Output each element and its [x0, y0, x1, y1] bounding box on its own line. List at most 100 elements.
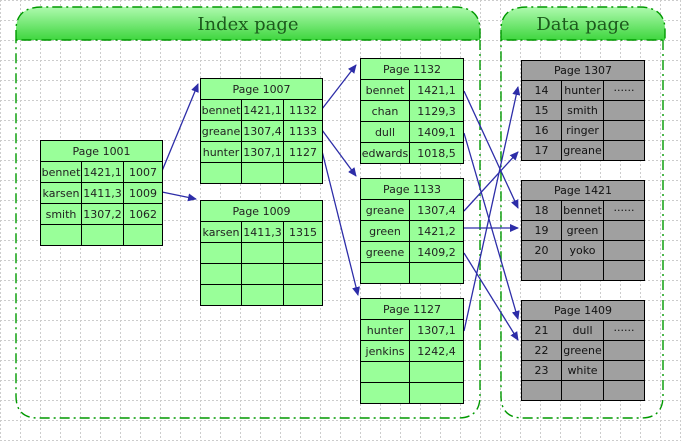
table-cell: hunter	[201, 142, 242, 162]
table-cell: greane	[361, 200, 410, 220]
table-title: Page 1307	[553, 64, 613, 77]
table-title: Page 1421	[553, 184, 613, 197]
index-table-page1127: Page 1127 hunter 1307,1 jenkins 1242,4	[360, 298, 464, 404]
table-row: hunter 1307,1	[361, 319, 463, 340]
table-cell: jenkins	[361, 341, 410, 361]
table-cell: 14	[522, 81, 562, 100]
table-row	[201, 263, 322, 284]
table-cell: 16	[522, 121, 562, 140]
arrow-page1007-row-greane-to-page1133	[321, 129, 357, 177]
index-page-container-border	[15, 40, 481, 419]
arrow-page1007-row-bennet-to-page1132	[321, 64, 357, 110]
table-cell	[604, 261, 644, 280]
table-title: Page 1133	[382, 182, 442, 196]
table-cell: 1421,2	[417, 224, 456, 238]
table-title: Page 1007	[232, 82, 291, 96]
table-cell	[201, 163, 242, 183]
table-cell: chan	[361, 101, 410, 121]
table-cell: bennet	[201, 100, 242, 120]
table-cell: dull	[361, 122, 410, 142]
index-page-header-shape	[15, 6, 481, 41]
table-cell	[361, 263, 410, 283]
table-cell: 19	[522, 221, 562, 240]
table-cell: hunter	[361, 320, 410, 340]
table-cell	[410, 383, 463, 403]
data-page-container-border	[500, 40, 664, 419]
arrow-page1132-row-dull-to-page1409-row-21	[463, 132, 520, 320]
table-cell	[522, 381, 562, 400]
table-row	[201, 242, 322, 263]
table-cell	[522, 261, 562, 280]
table-cell: karsen	[41, 183, 82, 203]
table-cell	[410, 362, 463, 382]
table-cell: 1307,2	[82, 204, 124, 224]
table-cell: 1307,1	[417, 323, 456, 337]
table-cell	[604, 141, 644, 160]
table-cell: greene	[562, 341, 604, 360]
table-cell: 1242,4	[417, 344, 456, 358]
table-cell: ······	[613, 324, 635, 337]
table-cell	[604, 101, 644, 120]
table-cell: white	[562, 361, 604, 380]
table-row	[361, 382, 463, 403]
table-cell: karsen	[201, 222, 242, 242]
table-row: jenkins 1242,4	[361, 340, 463, 361]
table-row: green 1421,2	[361, 220, 463, 241]
table-cell	[284, 243, 322, 263]
table-cell	[361, 383, 410, 403]
table-cell	[361, 362, 410, 382]
table-cell	[284, 264, 322, 284]
table-cell: bennet	[562, 201, 604, 220]
table-cell: 21	[522, 321, 562, 340]
table-cell: 1009	[129, 186, 157, 200]
table-cell	[604, 381, 644, 400]
table-cell: 18	[522, 201, 562, 220]
table-row	[522, 380, 644, 400]
table-title: Page 1009	[232, 204, 291, 218]
table-cell	[124, 225, 162, 245]
table-cell: hunter	[562, 81, 604, 100]
table-row	[201, 162, 322, 183]
table-cell: 1421,1	[417, 83, 456, 97]
table-row	[201, 284, 322, 305]
arrow-page1133-row-greane-to-page1307-row-17	[463, 151, 519, 212]
arrows-layer	[161, 64, 521, 341]
table-cell: 1129,3	[417, 104, 456, 118]
table-cell: 1132	[289, 103, 317, 117]
arrow-page1007-row-hunter-to-page1127	[321, 150, 360, 296]
arrow-page1001-row-bennet-to-page1007	[161, 83, 199, 172]
table-cell	[604, 221, 644, 240]
table-cell: 1133	[289, 124, 317, 138]
table-cell: 20	[522, 241, 562, 260]
table-cell: green	[361, 221, 410, 241]
arrow-page1133-row-greene-to-page1409-row-22	[463, 252, 519, 341]
table-cell: 1018,5	[417, 146, 456, 160]
table-title: Page 1127	[382, 302, 442, 316]
table-cell	[242, 285, 284, 305]
table-cell: bennet	[41, 162, 82, 182]
table-cell: 1421,1	[82, 162, 124, 182]
